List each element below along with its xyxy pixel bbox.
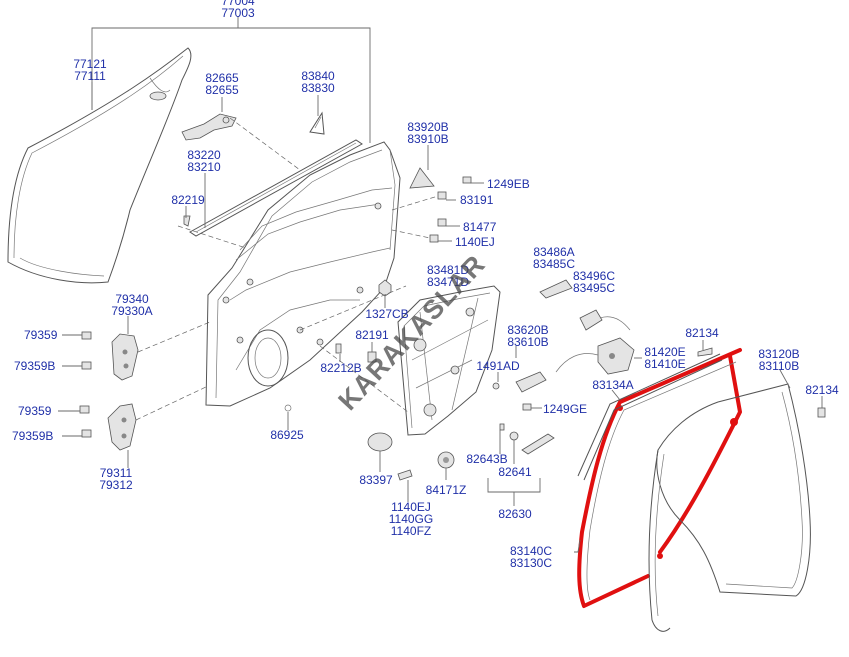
label-1140ej-b: 1140EJ (391, 500, 431, 514)
glass-run-channel (577, 353, 723, 481)
top-assembly-bracket (91, 16, 371, 143)
mirror-trim-part (309, 111, 325, 135)
label-79359-b: 79359 (18, 404, 52, 418)
door-latch (515, 337, 635, 393)
window-regulator-module (397, 285, 501, 436)
label-79359b-b: 79359B (12, 429, 53, 443)
door-opening-seal (648, 383, 811, 632)
label-83486a: 83486A (533, 245, 574, 259)
label-83485c: 83485C (533, 257, 575, 271)
highlight-path (658, 354, 742, 554)
label-83840: 83840 (301, 69, 335, 83)
label-82212b: 82212B (320, 361, 361, 375)
outside-handle-bracket (181, 113, 237, 141)
label-83910b: 83910B (407, 132, 448, 146)
label-83481d: 83481D (427, 263, 469, 277)
label-84171z: 84171Z (426, 483, 467, 497)
label-77004: 77004 (221, 0, 255, 8)
small-hardware (183, 167, 826, 481)
label-79311: 79311 (100, 466, 133, 480)
label-79330a: 79330A (111, 304, 152, 318)
label-83130c: 83130C (510, 556, 552, 570)
door-outer-panel (7, 47, 192, 284)
label-77003: 77003 (221, 6, 255, 20)
label-81410e: 81410E (644, 357, 685, 371)
label-1140ej-a: 1140EJ (455, 235, 495, 249)
label-1249ge: 1249GE (543, 402, 587, 416)
label-83620b: 83620B (507, 323, 548, 337)
label-81420e: 81420E (644, 345, 685, 359)
highlight-dot (730, 418, 738, 426)
label-77111: 77111 (74, 69, 106, 83)
label-81477: 81477 (463, 220, 497, 234)
highlight-path (577, 348, 742, 608)
assembly-guide-lines (135, 117, 439, 421)
label-1327cb: 1327CB (365, 307, 408, 321)
label-79340: 79340 (115, 292, 149, 306)
label-1140fz: 1140FZ (391, 524, 431, 538)
label-82191: 82191 (355, 328, 389, 342)
label-82630: 82630 (498, 507, 532, 521)
label-82665: 82665 (205, 71, 239, 85)
label-83191: 83191 (460, 193, 494, 207)
label-79359b-a: 79359B (14, 359, 55, 373)
label-82134-b: 82134 (805, 383, 839, 397)
upper-hinge (111, 333, 139, 381)
label-82643b: 82643B (466, 452, 507, 466)
label-83830: 83830 (301, 81, 335, 95)
label-83610b: 83610B (507, 335, 548, 349)
label-82655: 82655 (205, 83, 239, 97)
label-82219: 82219 (171, 193, 205, 207)
label-83134a: 83134A (592, 378, 633, 392)
label-83471d: 83471D (427, 275, 469, 289)
hinge-bolts (79, 331, 92, 438)
door-inner-frame (205, 141, 401, 407)
lower-hinge (107, 403, 137, 451)
label-83210: 83210 (187, 160, 221, 174)
label-83140c: 83140C (510, 544, 552, 558)
highlight-dot (657, 553, 663, 559)
label-77121: 77121 (73, 57, 107, 71)
label-1140gg: 1140GG (389, 512, 433, 526)
label-79312: 79312 (99, 478, 133, 492)
belt-weatherstrip (189, 139, 363, 237)
label-83920b: 83920B (407, 120, 448, 134)
label-82134-a: 82134 (685, 326, 719, 340)
label-83110b: 83110B (759, 359, 799, 373)
label-83495c: 83495C (573, 281, 615, 295)
label-79359-a: 79359 (24, 328, 58, 342)
label-1249eb: 1249EB (487, 177, 530, 191)
door-lock-rod (579, 309, 631, 331)
leader-lines (58, 82, 823, 553)
label-83120b: 83120B (758, 347, 799, 361)
part-labels: 77004 77003 77121 77111 82665 82655 8384… (12, 0, 839, 570)
inside-handle (539, 279, 573, 299)
label-83496c: 83496C (573, 269, 615, 283)
door-weatherstrip-highlighted (577, 348, 742, 608)
label-86925: 86925 (270, 428, 304, 442)
label-83220: 83220 (187, 148, 221, 162)
label-1491ad: 1491AD (476, 359, 520, 373)
label-82641: 82641 (498, 465, 532, 479)
label-83397: 83397 (359, 473, 393, 487)
